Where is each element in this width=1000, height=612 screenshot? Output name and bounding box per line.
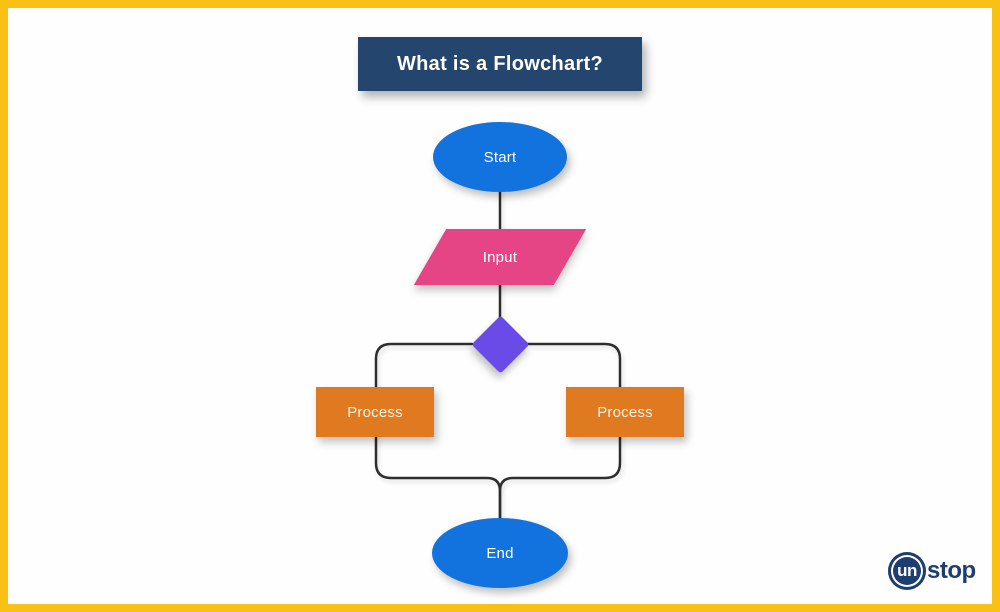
input-label: Input — [482, 248, 518, 266]
end-label: End — [486, 544, 514, 562]
start-label: Start — [483, 148, 517, 166]
flowchart-node-process-left: Process — [316, 387, 434, 437]
edge-decision-to-end-left — [374, 342, 502, 522]
edge-decision-to-end-right — [498, 342, 622, 522]
process-right-label: Process — [597, 403, 653, 421]
unstop-logo: un stop — [888, 552, 976, 590]
flowchart-node-start: Start — [433, 122, 567, 192]
unstop-logo-circle-text: un — [897, 561, 917, 580]
process-left-label: Process — [347, 403, 403, 421]
unstop-logo-circle: un — [888, 552, 926, 590]
title-text: What is a Flowchart? — [396, 52, 604, 75]
flowchart-node-end: End — [432, 518, 568, 588]
unstop-logo-text: stop — [927, 557, 976, 584]
title-banner: What is a Flowchart? — [358, 37, 642, 91]
flowchart-node-process-right: Process — [566, 387, 684, 437]
